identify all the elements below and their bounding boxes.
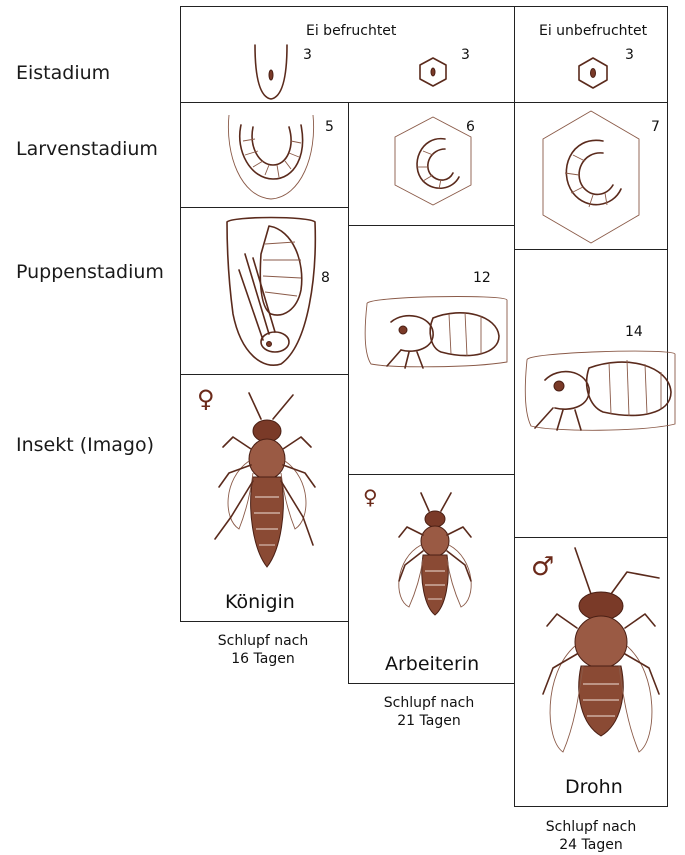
- stage-label-larva: Larvenstadium: [16, 138, 158, 160]
- drone-bee-icon: [535, 544, 665, 760]
- pupa-cell-worker: 12: [348, 225, 515, 475]
- queen-pupa-icon: [223, 214, 319, 370]
- larva-cell-queen: 5: [180, 102, 349, 208]
- hatch-caption-drone-line2: 24 Tagen: [516, 836, 666, 854]
- larva-cell-worker: 6: [348, 102, 515, 226]
- day-pupa-queen: 8: [321, 270, 330, 286]
- day-larva-worker: 6: [466, 119, 475, 135]
- hatch-caption-worker-line2: 21 Tagen: [354, 712, 504, 730]
- hatch-caption-queen-line1: Schlupf nach: [188, 632, 338, 650]
- egg-cell-unfertilized: Ei unbefruchtet 3: [514, 6, 668, 103]
- larva-cell-drone: 7: [514, 102, 668, 250]
- caste-label-worker: Arbeiterin: [385, 653, 479, 675]
- worker-pupa-icon: [361, 292, 511, 372]
- drone-larva-icon: [541, 109, 641, 245]
- pupa-cell-queen: 8: [180, 207, 349, 375]
- drone-egg-cell-icon: [577, 57, 609, 89]
- queen-egg-cell-icon: [251, 45, 291, 103]
- day-egg-queen: 3: [303, 47, 312, 63]
- drone-pupa-icon: [523, 346, 679, 434]
- day-larva-queen: 5: [325, 119, 334, 135]
- worker-egg-cell-icon: [418, 57, 448, 87]
- hatch-caption-drone: Schlupf nach 24 Tagen: [516, 818, 666, 854]
- imago-cell-drone: ♂ Drohn: [514, 537, 668, 807]
- egg-cell-fertilized: Ei befruchtet 3 3: [180, 6, 515, 103]
- stage-label-egg: Eistadium: [16, 62, 110, 84]
- queen-bee-icon: [203, 389, 329, 585]
- stage-label-pupa: Puppenstadium: [16, 261, 164, 283]
- hatch-caption-queen: Schlupf nach 16 Tagen: [188, 632, 338, 668]
- caste-label-drone: Drohn: [565, 776, 623, 798]
- caste-label-queen: Königin: [225, 591, 295, 613]
- header-fertilized: Ei befruchtet: [306, 23, 396, 39]
- pupa-cell-drone: 14: [514, 249, 668, 538]
- header-unfertilized: Ei unbefruchtet: [539, 23, 647, 39]
- female-symbol-worker-icon: ♀: [363, 485, 378, 509]
- worker-bee-icon: [385, 489, 485, 639]
- day-egg-worker: 3: [461, 47, 470, 63]
- day-pupa-worker: 12: [473, 270, 491, 286]
- day-larva-drone: 7: [651, 119, 660, 135]
- imago-cell-queen: ♀ Königin: [180, 374, 349, 622]
- queen-larva-icon: [221, 115, 321, 201]
- hatch-caption-worker: Schlupf nach 21 Tagen: [354, 694, 504, 730]
- day-pupa-drone: 14: [625, 324, 643, 340]
- hatch-caption-queen-line2: 16 Tagen: [188, 650, 338, 668]
- day-egg-drone: 3: [625, 47, 634, 63]
- imago-cell-worker: ♀ Arbeiterin: [348, 474, 515, 684]
- stage-label-imago: Insekt (Imago): [16, 434, 154, 456]
- worker-larva-icon: [393, 115, 473, 207]
- hatch-caption-worker-line1: Schlupf nach: [354, 694, 504, 712]
- hatch-caption-drone-line1: Schlupf nach: [516, 818, 666, 836]
